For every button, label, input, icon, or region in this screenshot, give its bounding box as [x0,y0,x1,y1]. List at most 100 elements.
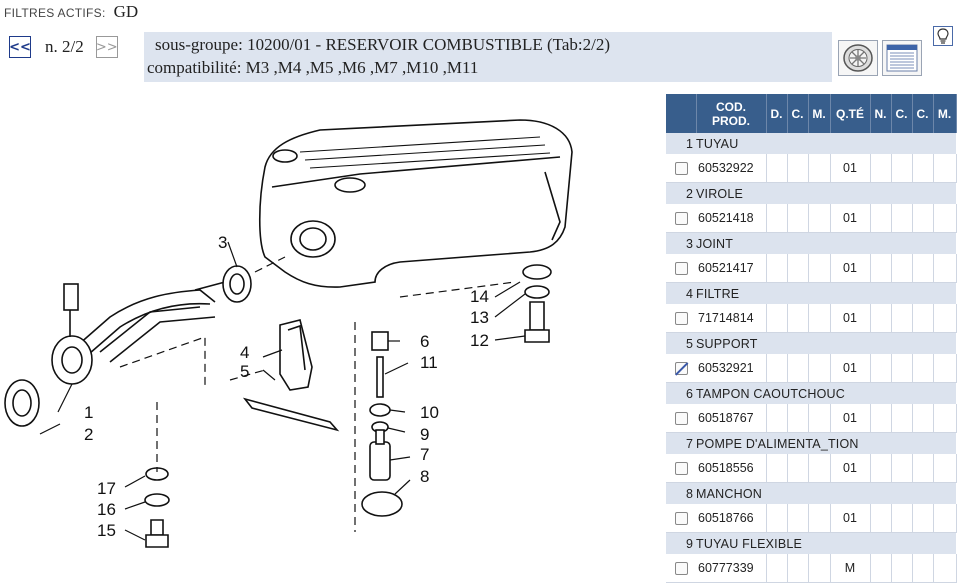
empty-cell [766,454,788,483]
empty-cell [933,354,957,383]
part-qty: 01 [830,354,871,383]
wheel-view-button[interactable] [838,40,878,76]
page-indicator: n. 2/2 [45,37,84,56]
fuel-tank-drawing [258,119,573,288]
list-view-button[interactable] [882,40,922,76]
callout-11: 11 [420,353,438,372]
part-qty: 01 [830,454,871,483]
header-qty: Q.TÉ [830,94,871,133]
empty-cell [912,204,934,233]
callout-1: 1 [84,403,93,422]
empty-cell [933,154,957,183]
callout-10: 10 [420,403,439,422]
select-checkbox[interactable] [674,562,688,576]
part-code[interactable]: 60521418 [696,204,767,233]
part-code[interactable]: 60532922 [696,154,767,183]
part-qty: 01 [830,504,871,533]
empty-cell [870,554,892,583]
empty-cell [766,254,788,283]
part-qty: 01 [830,154,871,183]
empty-cell [912,254,934,283]
empty-cell [870,504,892,533]
part-code[interactable]: 71714814 [696,304,767,333]
empty-cell [933,554,957,583]
callout-9: 9 [420,425,429,444]
select-checkbox[interactable] [674,362,688,376]
next-page-button[interactable]: >> [95,36,118,58]
part-code[interactable]: 60521417 [696,254,767,283]
part-number: 5 [666,332,696,354]
part-item-row[interactable]: 60518766 01 [666,504,957,533]
part-number: 9 [666,532,696,554]
empty-cell [787,154,809,183]
select-checkbox[interactable] [674,162,688,176]
empty-cell [912,554,934,583]
empty-cell [933,254,957,283]
empty-cell [808,154,831,183]
part-code[interactable]: 60532921 [696,354,767,383]
part-item-row[interactable]: 60532922 01 [666,154,957,183]
empty-cell [870,254,892,283]
callout-15: 15 [97,521,116,540]
empty-cell [912,154,934,183]
compat-value: M3 ,M4 ,M5 ,M6 ,M7 ,M10 ,M11 [245,58,479,77]
part-number: 6 [666,382,696,404]
empty-cell [933,454,957,483]
part-item-row[interactable]: 60518556 01 [666,454,957,483]
empty-cell [766,204,788,233]
filters-label: FILTRES ACTIFS: [4,6,106,20]
part-name: SUPPORT [696,332,956,354]
empty-cell [912,404,934,433]
select-cell [666,154,696,183]
empty-cell [891,554,913,583]
empty-cell [766,404,788,433]
page-navigation: << n. 2/2 >> [9,36,118,58]
select-checkbox[interactable] [674,262,688,276]
header-c3: C. [912,94,934,133]
select-checkbox[interactable] [674,512,688,526]
empty-cell [912,354,934,383]
part-code[interactable]: 60518556 [696,454,767,483]
select-cell [666,504,696,533]
part-code[interactable]: 60777339 [696,554,767,583]
part-name: VIROLE [696,182,956,204]
part-number: 1 [666,133,696,154]
callout-7: 7 [420,445,429,464]
empty-cell [808,554,831,583]
subgroup-info-panel: sous-groupe: 10200/01 - RESERVOIR COMBUS… [144,32,832,82]
select-checkbox[interactable] [674,212,688,226]
part-code[interactable]: 60518766 [696,504,767,533]
header-n: N. [870,94,892,133]
part-name: FILTRE [696,282,956,304]
empty-cell [870,204,892,233]
select-checkbox[interactable] [674,462,688,476]
select-checkbox[interactable] [674,412,688,426]
select-checkbox[interactable] [674,312,688,326]
part-code[interactable]: 60518767 [696,404,767,433]
callout-13: 13 [470,308,489,327]
table-header: COD. PROD. D. C. M. Q.TÉ N. C. C. M. [666,94,957,133]
callout-17: 17 [97,479,116,498]
empty-cell [891,154,913,183]
part-name: TUYAU [696,133,956,154]
empty-cell [808,504,831,533]
empty-cell [766,354,788,383]
part-item-row[interactable]: 60532921 01 [666,354,957,383]
empty-cell [933,504,957,533]
lightbulb-icon[interactable] [933,26,953,46]
empty-cell [808,304,831,333]
callout-6: 6 [420,332,429,351]
empty-cell [766,304,788,333]
prev-page-button[interactable]: << [9,36,31,58]
